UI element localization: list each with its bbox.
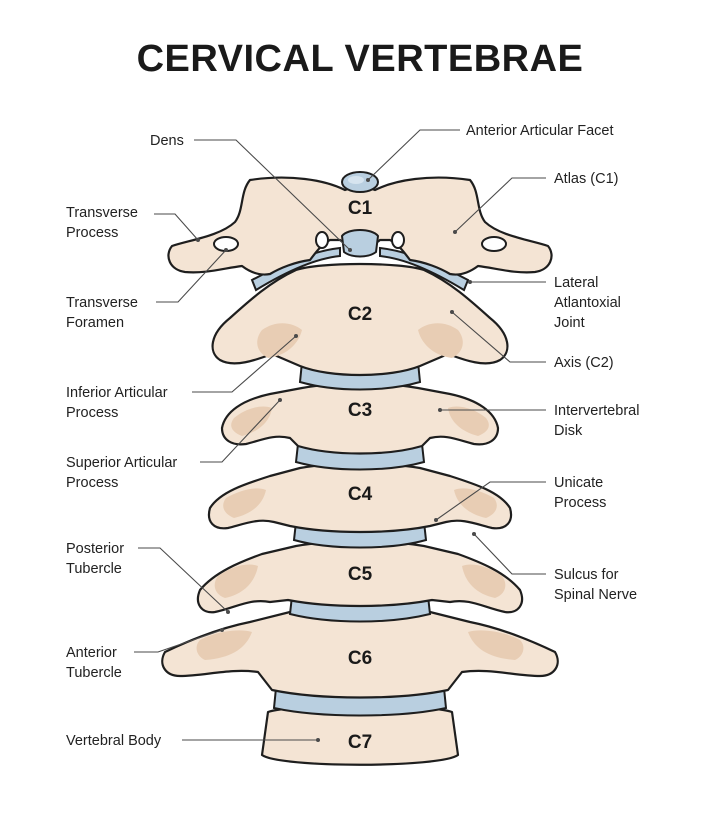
label-axis: Axis (C2): [554, 355, 614, 371]
vertebra-c5: [196, 540, 524, 614]
vertebra-c6: [161, 606, 559, 699]
vertebra-label-c4: C4: [348, 484, 373, 505]
label-vertebral-body: Vertebral Body: [66, 733, 162, 749]
vertebra-label-c2: C2: [348, 304, 372, 325]
vertebra-label-c3: C3: [348, 400, 372, 421]
label-dens: Dens: [150, 133, 184, 149]
label-atlas: Atlas (C1): [554, 171, 618, 187]
vertebra-c1: [167, 171, 553, 276]
callout-dots: [196, 178, 476, 742]
diagram-title: CERVICAL VERTEBRAE: [136, 38, 584, 80]
callout-lines: [134, 129, 546, 741]
label-anterior-articular-facet: Anterior Articular Facet: [466, 123, 613, 139]
vertebra-label-c6: C6: [348, 648, 372, 669]
dens-tip: [340, 229, 380, 258]
vertebra-c3: [220, 382, 500, 455]
vertebra-label-c1: C1: [348, 198, 373, 219]
vertebra-c4: [207, 462, 513, 534]
vertebra-label-c7: C7: [348, 732, 372, 753]
vertebra-c2: [211, 262, 509, 377]
vertebra-label-c5: C5: [348, 564, 373, 585]
transverse-foramen-right: [481, 236, 507, 252]
